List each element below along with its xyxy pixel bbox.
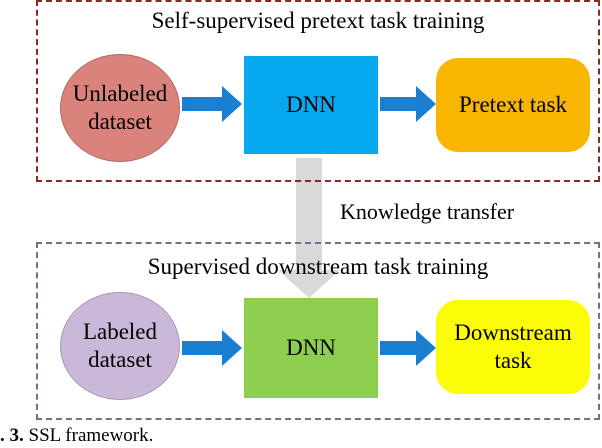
arrow-labeled-to-dnn — [182, 330, 242, 366]
dnn-pretext-node: DNN — [244, 56, 378, 154]
unlabeled-dataset-node: Unlabeled dataset — [60, 54, 180, 162]
caption-figure-number: . 3. — [0, 425, 24, 446]
arrow-unlabeled-to-dnn — [182, 86, 242, 122]
unlabeled-dataset-label: Unlabeled dataset — [72, 81, 168, 134]
dnn-pretext-label: DNN — [286, 92, 336, 117]
caption-text: SSL framework. — [23, 425, 154, 446]
pretext-panel-title: Self-supervised pretext task training — [151, 8, 485, 33]
knowledge-transfer-label: Knowledge transfer — [340, 199, 515, 224]
arrow-dnn-to-pretext — [380, 86, 436, 122]
figure-caption: . 3. SSL framework. — [0, 425, 153, 447]
downstream-training-panel — [36, 242, 600, 420]
labeled-dataset-node: Labeled dataset — [60, 292, 180, 400]
pretext-task-label: Pretext task — [459, 92, 567, 117]
downstream-panel-title: Supervised downstream task training — [147, 254, 489, 279]
arrow-dnn-to-downstream — [380, 330, 436, 366]
downstream-task-node: Downstream task — [436, 300, 590, 394]
pretext-task-node: Pretext task — [436, 58, 590, 152]
dnn-downstream-label: DNN — [286, 335, 336, 360]
dnn-downstream-node: DNN — [244, 298, 378, 398]
downstream-task-label: Downstream task — [454, 320, 572, 373]
labeled-dataset-label: Labeled dataset — [82, 319, 158, 372]
pretext-training-panel — [36, 0, 600, 182]
